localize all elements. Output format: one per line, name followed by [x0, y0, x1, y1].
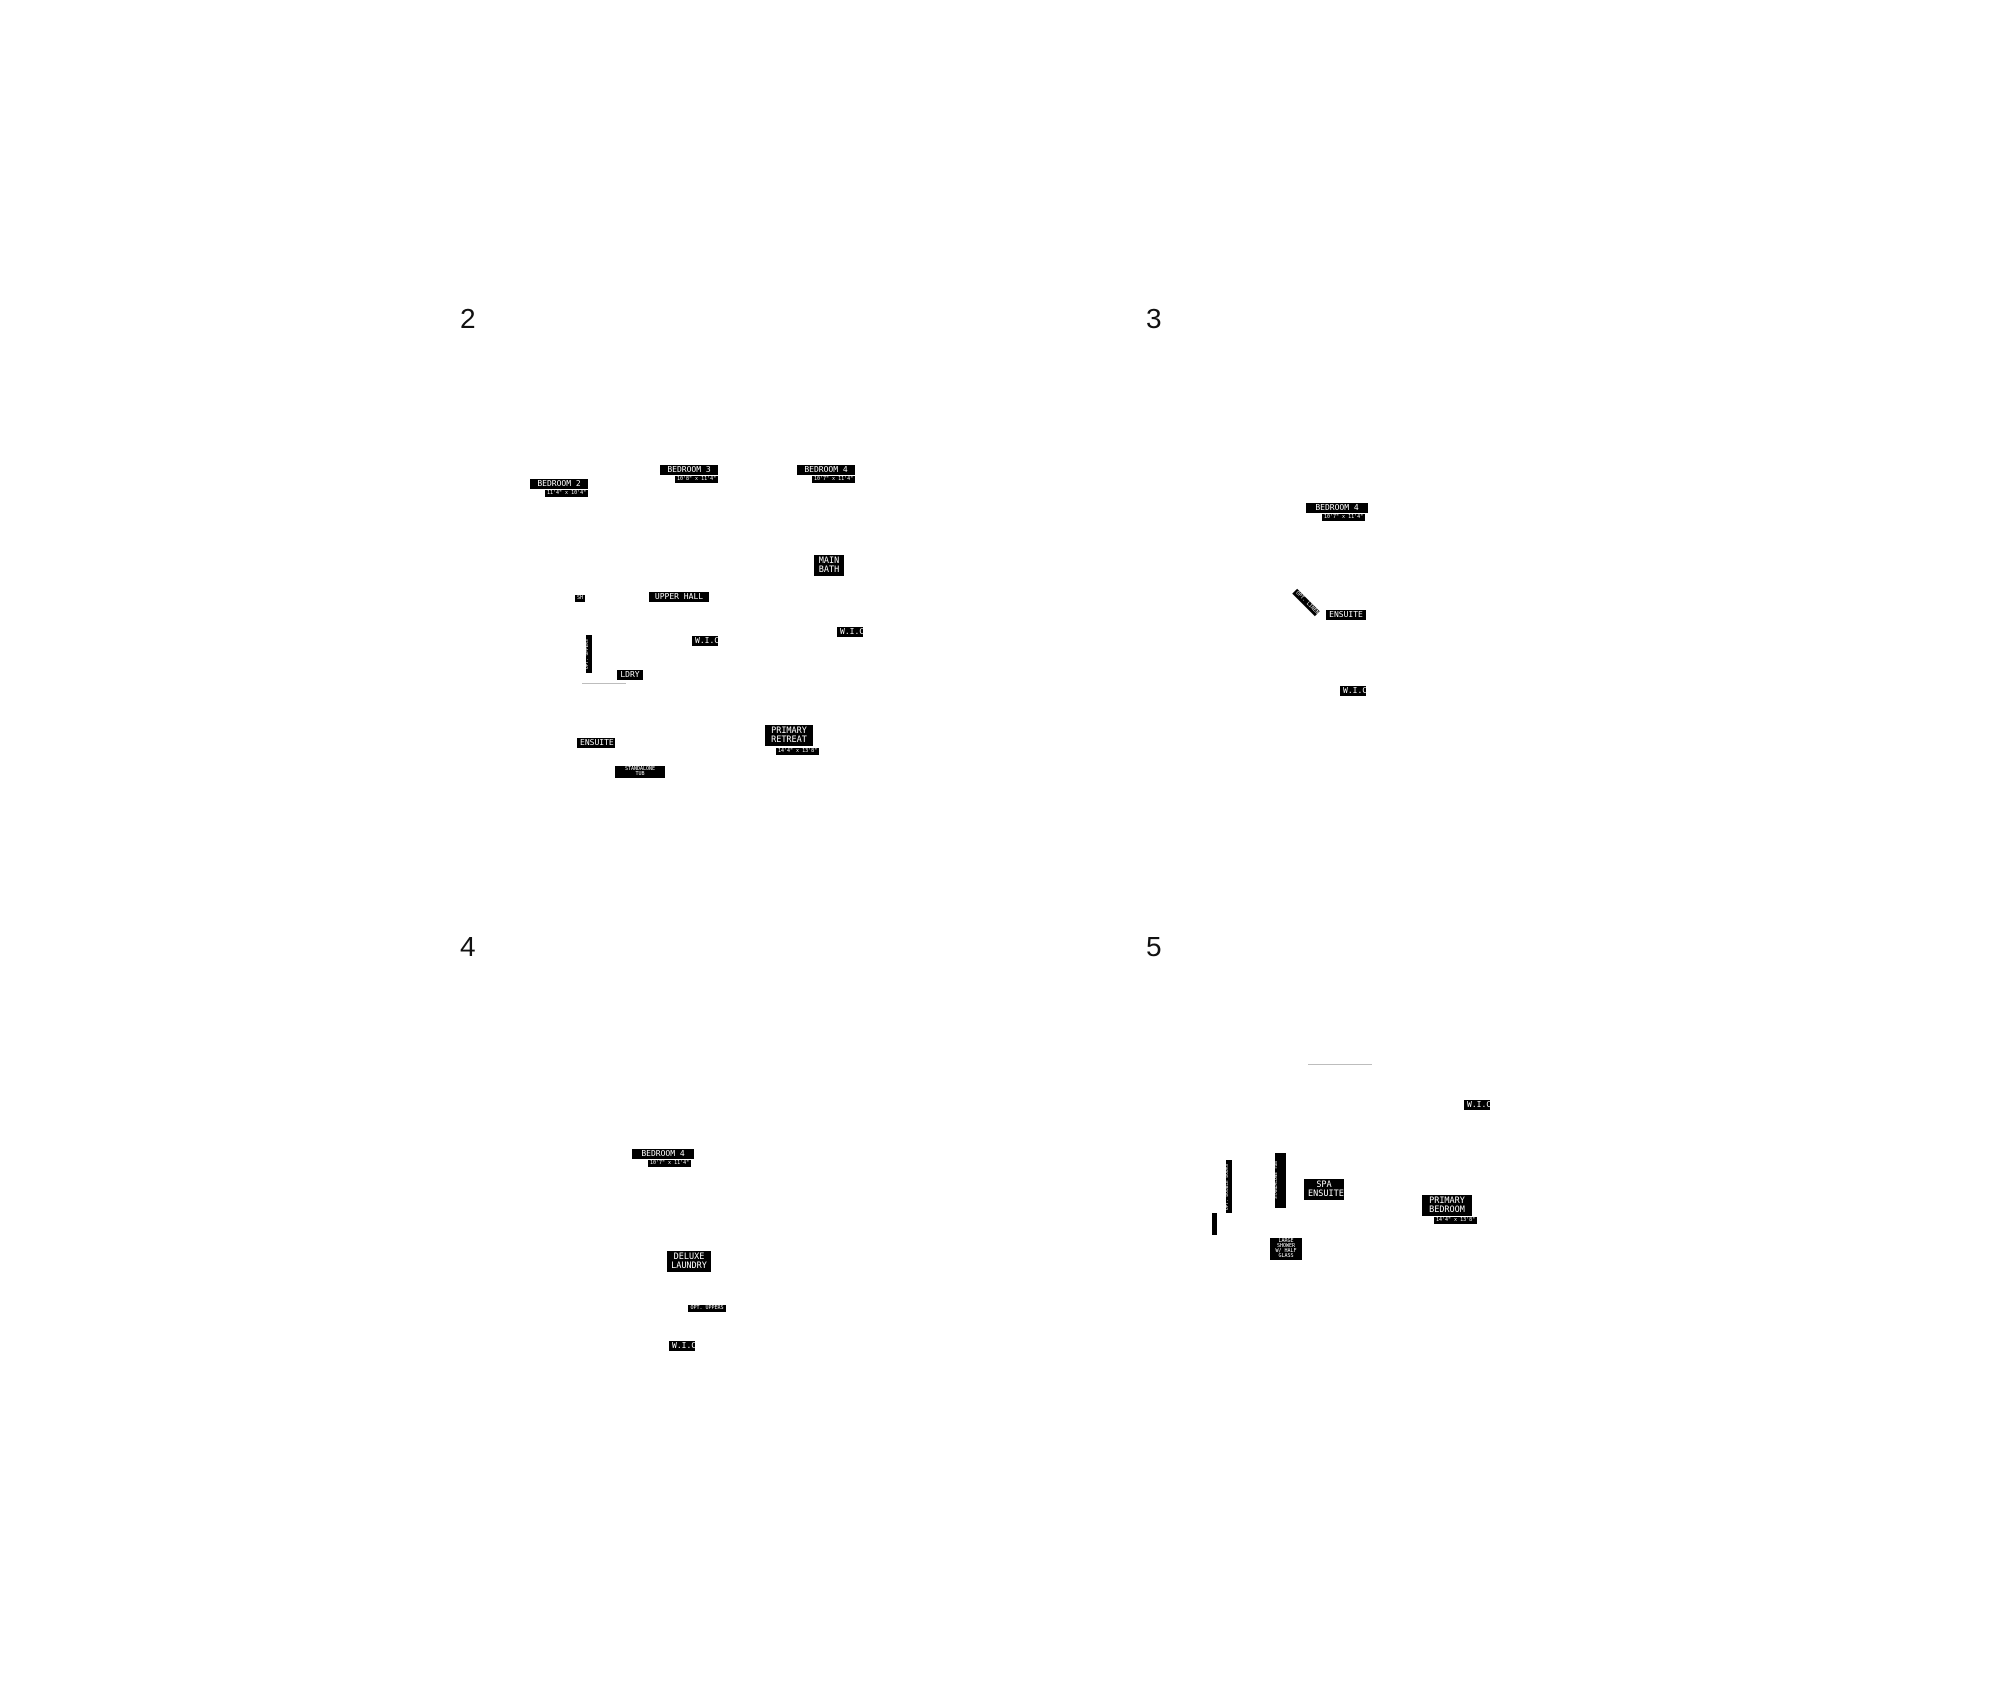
room-label-wic-right: W.I.C.	[837, 627, 869, 637]
room-dims-bedroom-4: 10'7" x 11'4"	[812, 476, 856, 483]
room-name: BEDROOM 3	[667, 465, 711, 474]
room-label-deluxe-laundry: DELUXE LAUNDRY	[667, 1251, 711, 1272]
room-label-bedroom-2: BEDROOM 2	[530, 479, 588, 489]
room-name: BEDROOM 4	[804, 465, 848, 474]
panel-number: 3	[1146, 303, 1162, 334]
room-label-primary-retreat: PRIMARY RETREAT	[765, 725, 813, 746]
wall-segment	[1212, 1213, 1217, 1235]
room-tag-opt-linen: OPT. LINEN	[1292, 588, 1320, 617]
room-name: W.I.C.	[1343, 686, 1372, 695]
room-label-primary-bedroom: PRIMARY BEDROOM	[1422, 1195, 1472, 1216]
floor-plan-panel-3: 3 BEDROOM 4 10'7" x 11'4" OPT. LINEN ENS…	[1146, 305, 1826, 925]
room-label-spa-ensuite: SPA ENSUITE	[1304, 1179, 1344, 1200]
room-tag-standalone-tub: STANDALONE TUB	[1274, 1153, 1286, 1208]
room-dims-bedroom-4: 10'7" x 11'4"	[648, 1160, 692, 1167]
room-tag-opt-uppers: OPT. UPPERS	[688, 1305, 726, 1312]
room-name: W.I.C.	[840, 627, 869, 636]
floor-plan-panel-5: 5 W.I.C. OPT. DOUBLE DOORS STANDALONE TU…	[1146, 933, 1826, 1553]
room-tag-opt-double-doors: OPT. DOUBLE DOORS	[1225, 1160, 1232, 1213]
floor-plan-panel-2: 2 BEDROOM 2 11'4" x 10'4" BEDROOM 3 10'8…	[460, 305, 1140, 925]
tag-text: STANDALONE TUB	[624, 766, 656, 777]
room-tag-sh: SH	[575, 595, 586, 602]
panel-number: 5	[1146, 931, 1162, 962]
room-name: UPPER HALL	[654, 592, 704, 601]
room-name: BEDROOM 4	[641, 1149, 685, 1158]
room-dims-bedroom-2: 11'4" x 10'4"	[545, 490, 589, 497]
room-label-bedroom-4: BEDROOM 4	[632, 1149, 694, 1159]
room-label-wic: W.I.C.	[669, 1341, 701, 1351]
room-dims-bedroom-4: 10'7" x 11'4"	[1322, 514, 1366, 521]
room-name: BEDROOM 4	[1315, 503, 1359, 512]
room-label-ensuite: ENSUITE	[577, 738, 615, 748]
room-name: W.I.C.	[695, 636, 724, 645]
room-name: PRIMARY RETREAT	[771, 726, 807, 745]
panel-number: 2	[460, 303, 476, 334]
room-dims-bedroom-3: 10'8" x 11'4"	[675, 476, 719, 483]
room-dims-primary-retreat: 14'4" x 13'8"	[776, 748, 820, 755]
room-name: BEDROOM 2	[537, 479, 581, 488]
room-name: DELUXE LAUNDRY	[671, 1252, 707, 1271]
room-name: W.I.C.	[1467, 1100, 1496, 1109]
room-label-wic-left: W.I.C.	[692, 636, 724, 646]
room-name: ENSUITE	[580, 738, 614, 747]
room-label-wic: W.I.C.	[1340, 686, 1372, 696]
room-label-ldry: LDRY	[617, 670, 643, 680]
room-label-upper-hall: UPPER HALL	[649, 592, 709, 602]
tag-text: LARGE SHOWER W/ HALF GLASS	[1275, 1238, 1297, 1259]
room-dims-primary-bedroom: 14'4" x 13'8"	[1434, 1217, 1478, 1224]
room-name: PRIMARY BEDROOM	[1429, 1196, 1465, 1215]
room-label-bedroom-4: BEDROOM 4	[1306, 503, 1368, 513]
room-label-ensuite: ENSUITE	[1326, 610, 1366, 620]
wall-line	[582, 683, 626, 684]
wall-line	[1308, 1064, 1372, 1065]
room-label-bedroom-3: BEDROOM 3	[660, 465, 718, 475]
room-tag-large-shower: LARGE SHOWER W/ HALF GLASS	[1270, 1238, 1302, 1260]
tag-text: STANDALONE TUB	[1274, 1161, 1279, 1200]
panel-number: 4	[460, 931, 476, 962]
floor-plan-panel-4: 4 BEDROOM 4 10'7" x 11'4" DELUXE LAUNDRY…	[460, 933, 1140, 1553]
room-name: ENSUITE	[1329, 610, 1363, 619]
room-tag-standalone-tub: STANDALONE TUB	[615, 766, 665, 778]
room-label-wic: W.I.C.	[1464, 1100, 1496, 1110]
room-name: LDRY	[620, 670, 640, 679]
room-name: MAIN BATH	[818, 556, 840, 575]
room-name: SPA ENSUITE	[1308, 1180, 1344, 1199]
room-label-main-bath: MAIN BATH	[814, 555, 844, 576]
room-label-bedroom-4: BEDROOM 4	[797, 465, 855, 475]
room-name: W.I.C.	[672, 1341, 701, 1350]
room-tag-opt-uppers: OPT. UPPERS	[585, 635, 592, 673]
